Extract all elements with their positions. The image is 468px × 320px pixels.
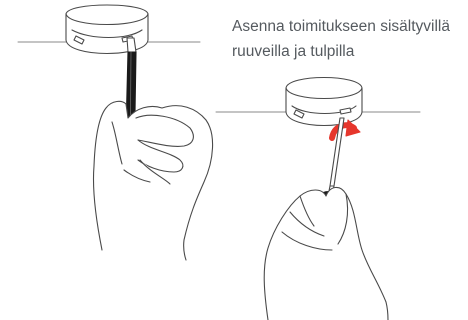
instruction-text: Asenna toimitukseen sisältyvillä ruuveil… — [232, 14, 468, 64]
mounting-base-2 — [286, 78, 362, 126]
hand-right — [264, 187, 388, 320]
step2-screwing-illustration — [216, 78, 420, 320]
step1-marking-illustration — [18, 5, 213, 260]
hand-left — [93, 101, 212, 260]
instruction-line-2: ruuveilla ja tulpilla — [232, 39, 468, 64]
instruction-line-1: Asenna toimitukseen sisältyvillä — [232, 14, 468, 39]
